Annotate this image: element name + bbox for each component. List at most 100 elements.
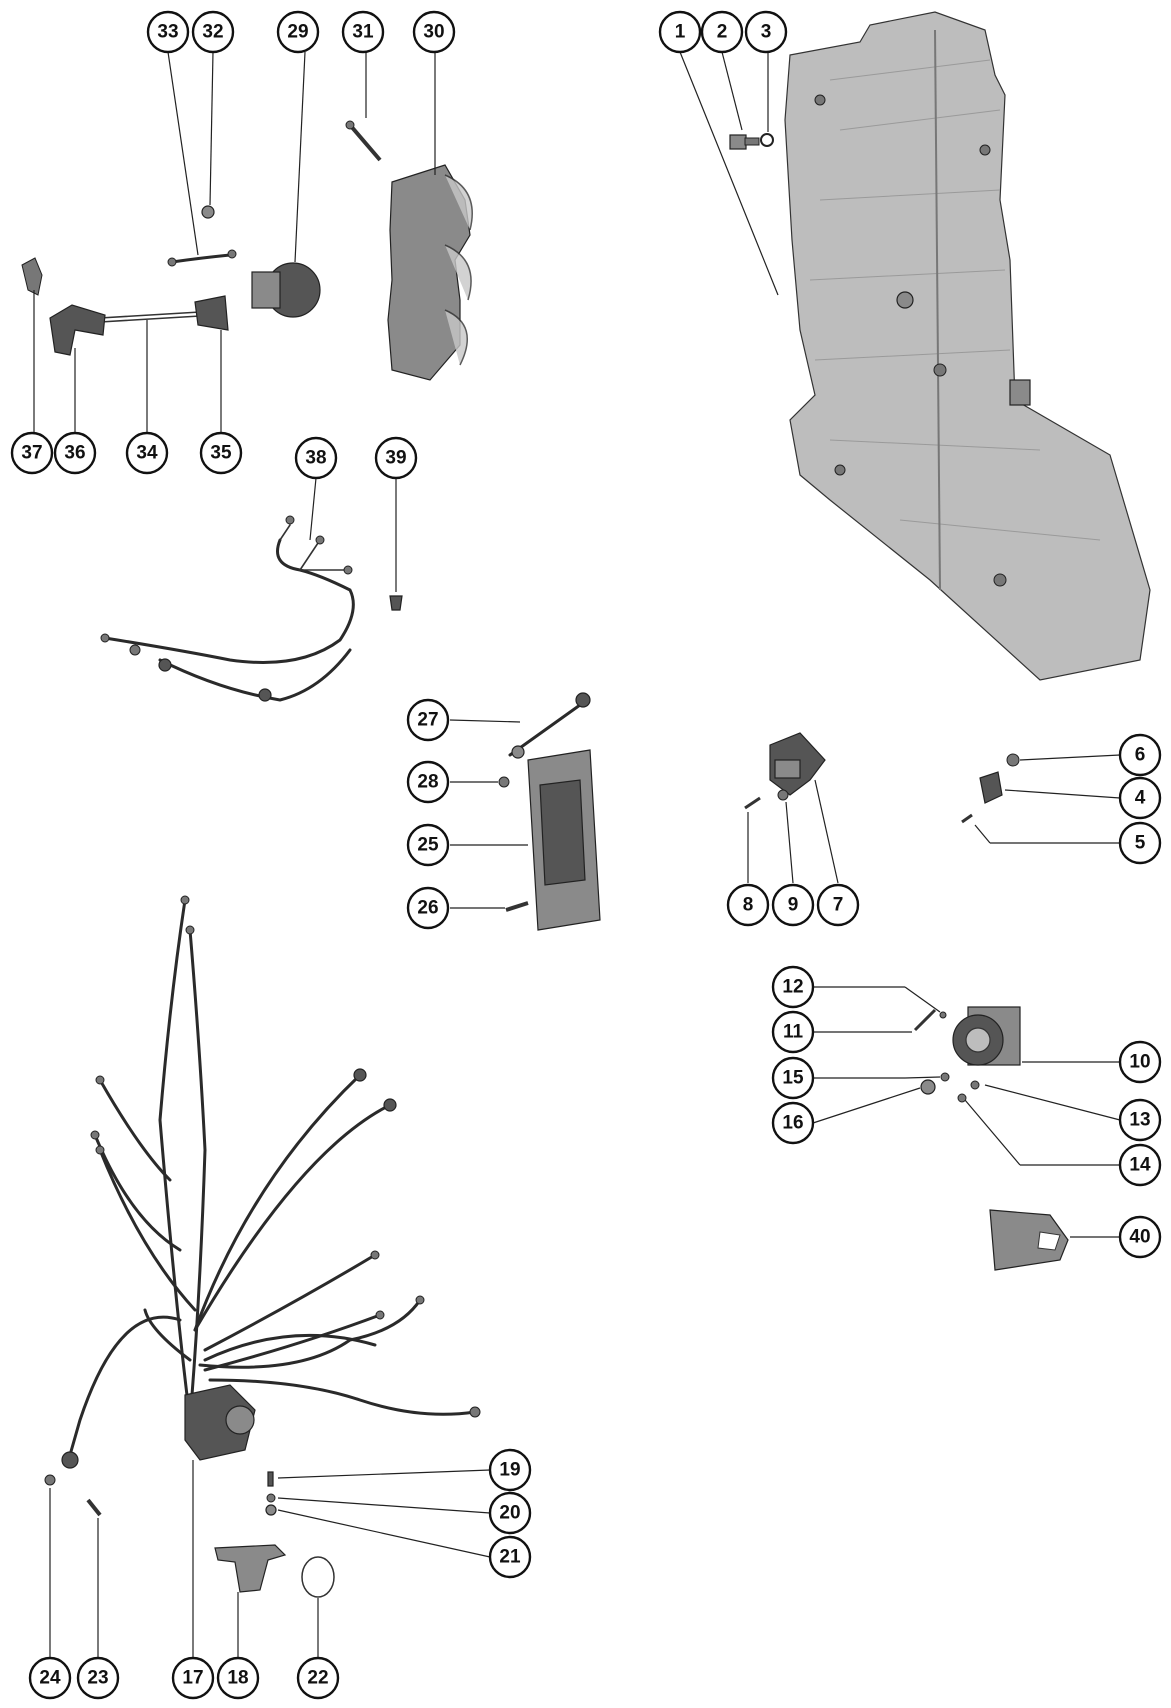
callout-12: 12	[771, 965, 815, 1009]
bracket-40	[989, 1209, 1069, 1271]
callout-label: 7	[833, 895, 844, 916]
callout-label: 24	[39, 1668, 61, 1689]
callout-5: 5	[1118, 821, 1162, 865]
callout-40: 40	[1118, 1215, 1162, 1259]
callout-27: 27	[406, 698, 450, 742]
screw-31	[345, 120, 382, 162]
wire-harness-38	[100, 515, 355, 702]
callout-label: 22	[307, 1668, 328, 1689]
callout-label: 11	[783, 1022, 804, 1043]
callout-37: 37	[10, 431, 54, 475]
callout-38: 38	[294, 436, 338, 480]
callout-label: 19	[499, 1460, 520, 1481]
callout-22: 22	[296, 1656, 340, 1700]
coil-29	[251, 262, 321, 318]
callout-28: 28	[406, 760, 450, 804]
callout-label: 35	[210, 443, 232, 464]
callout-3: 3	[744, 10, 788, 54]
nut-6	[1006, 753, 1020, 767]
callout-label: 25	[417, 835, 439, 856]
callout-label: 4	[1135, 788, 1146, 809]
washer-12	[939, 1011, 947, 1019]
screw-5	[961, 813, 973, 824]
callout-10: 10	[1118, 1040, 1162, 1084]
main-harness-17	[61, 895, 481, 1469]
electrical-plate	[784, 11, 1151, 681]
spark-plug-lead-34	[99, 311, 201, 323]
callout-label: 23	[87, 1668, 108, 1689]
callout-label: 2	[717, 22, 728, 43]
callout-8: 8	[726, 883, 770, 927]
callout-34: 34	[125, 431, 169, 475]
callout-label: 34	[136, 443, 158, 464]
callout-label: 14	[1129, 1155, 1151, 1176]
washer-15	[940, 1072, 950, 1082]
callout-label: 12	[782, 977, 803, 998]
screw-26	[505, 901, 529, 912]
callout-39: 39	[374, 436, 418, 480]
callout-21: 21	[488, 1535, 532, 1579]
washer-20	[266, 1493, 276, 1503]
callout-label: 18	[227, 1668, 248, 1689]
callout-label: 27	[417, 710, 438, 731]
switch-box-25	[527, 749, 601, 931]
callout-label: 16	[782, 1113, 803, 1134]
callout-4: 4	[1118, 776, 1162, 820]
callout-6: 6	[1118, 733, 1162, 777]
callout-label: 33	[157, 22, 178, 43]
screw-19	[267, 1471, 274, 1487]
boot-36	[49, 304, 106, 356]
solenoid-10	[952, 1006, 1021, 1066]
callout-label: 39	[385, 448, 406, 469]
nut-14	[957, 1093, 967, 1103]
nut-21	[265, 1504, 277, 1516]
callout-label: 38	[305, 448, 326, 469]
callout-label: 36	[64, 443, 85, 464]
callout-23: 23	[76, 1656, 120, 1700]
callout-19: 19	[488, 1448, 532, 1492]
callout-29: 29	[276, 10, 320, 54]
callout-25: 25	[406, 823, 450, 867]
ignition-coils-30	[387, 164, 473, 381]
wire-33	[167, 249, 237, 267]
callout-33: 33	[146, 10, 190, 54]
callout-26: 26	[406, 886, 450, 930]
wire-27	[508, 692, 591, 759]
callout-label: 15	[782, 1068, 804, 1089]
callout-label: 8	[743, 895, 754, 916]
callout-label: 10	[1129, 1052, 1150, 1073]
callout-14: 14	[1118, 1143, 1162, 1187]
grommet-22	[301, 1556, 335, 1598]
screw-8	[744, 796, 761, 810]
callout-30: 30	[412, 10, 456, 54]
callout-24: 24	[28, 1656, 72, 1700]
callout-label: 21	[499, 1547, 521, 1568]
callout-label: 13	[1129, 1110, 1150, 1131]
nut-32	[201, 205, 215, 219]
nut-16	[920, 1079, 936, 1095]
callout-32: 32	[191, 10, 235, 54]
callout-31: 31	[341, 10, 385, 54]
callout-label: 40	[1129, 1227, 1150, 1248]
bracket-7	[769, 732, 826, 796]
callout-label: 6	[1135, 745, 1146, 766]
washer-3	[760, 133, 774, 147]
callout-18: 18	[216, 1656, 260, 1700]
washer-13	[970, 1080, 980, 1090]
callout-label: 1	[675, 22, 686, 43]
callout-label: 30	[423, 22, 444, 43]
callout-label: 17	[182, 1668, 203, 1689]
callout-9: 9	[771, 883, 815, 927]
callout-11: 11	[771, 1010, 815, 1054]
callout-20: 20	[488, 1491, 532, 1535]
callout-2: 2	[700, 10, 744, 54]
callout-label: 3	[761, 22, 772, 43]
boot-35	[194, 295, 229, 331]
callout-13: 13	[1118, 1098, 1162, 1142]
callout-1: 1	[658, 10, 702, 54]
nut-28	[498, 776, 510, 788]
leader-lines	[33, 51, 1121, 1658]
callout-label: 9	[788, 895, 799, 916]
